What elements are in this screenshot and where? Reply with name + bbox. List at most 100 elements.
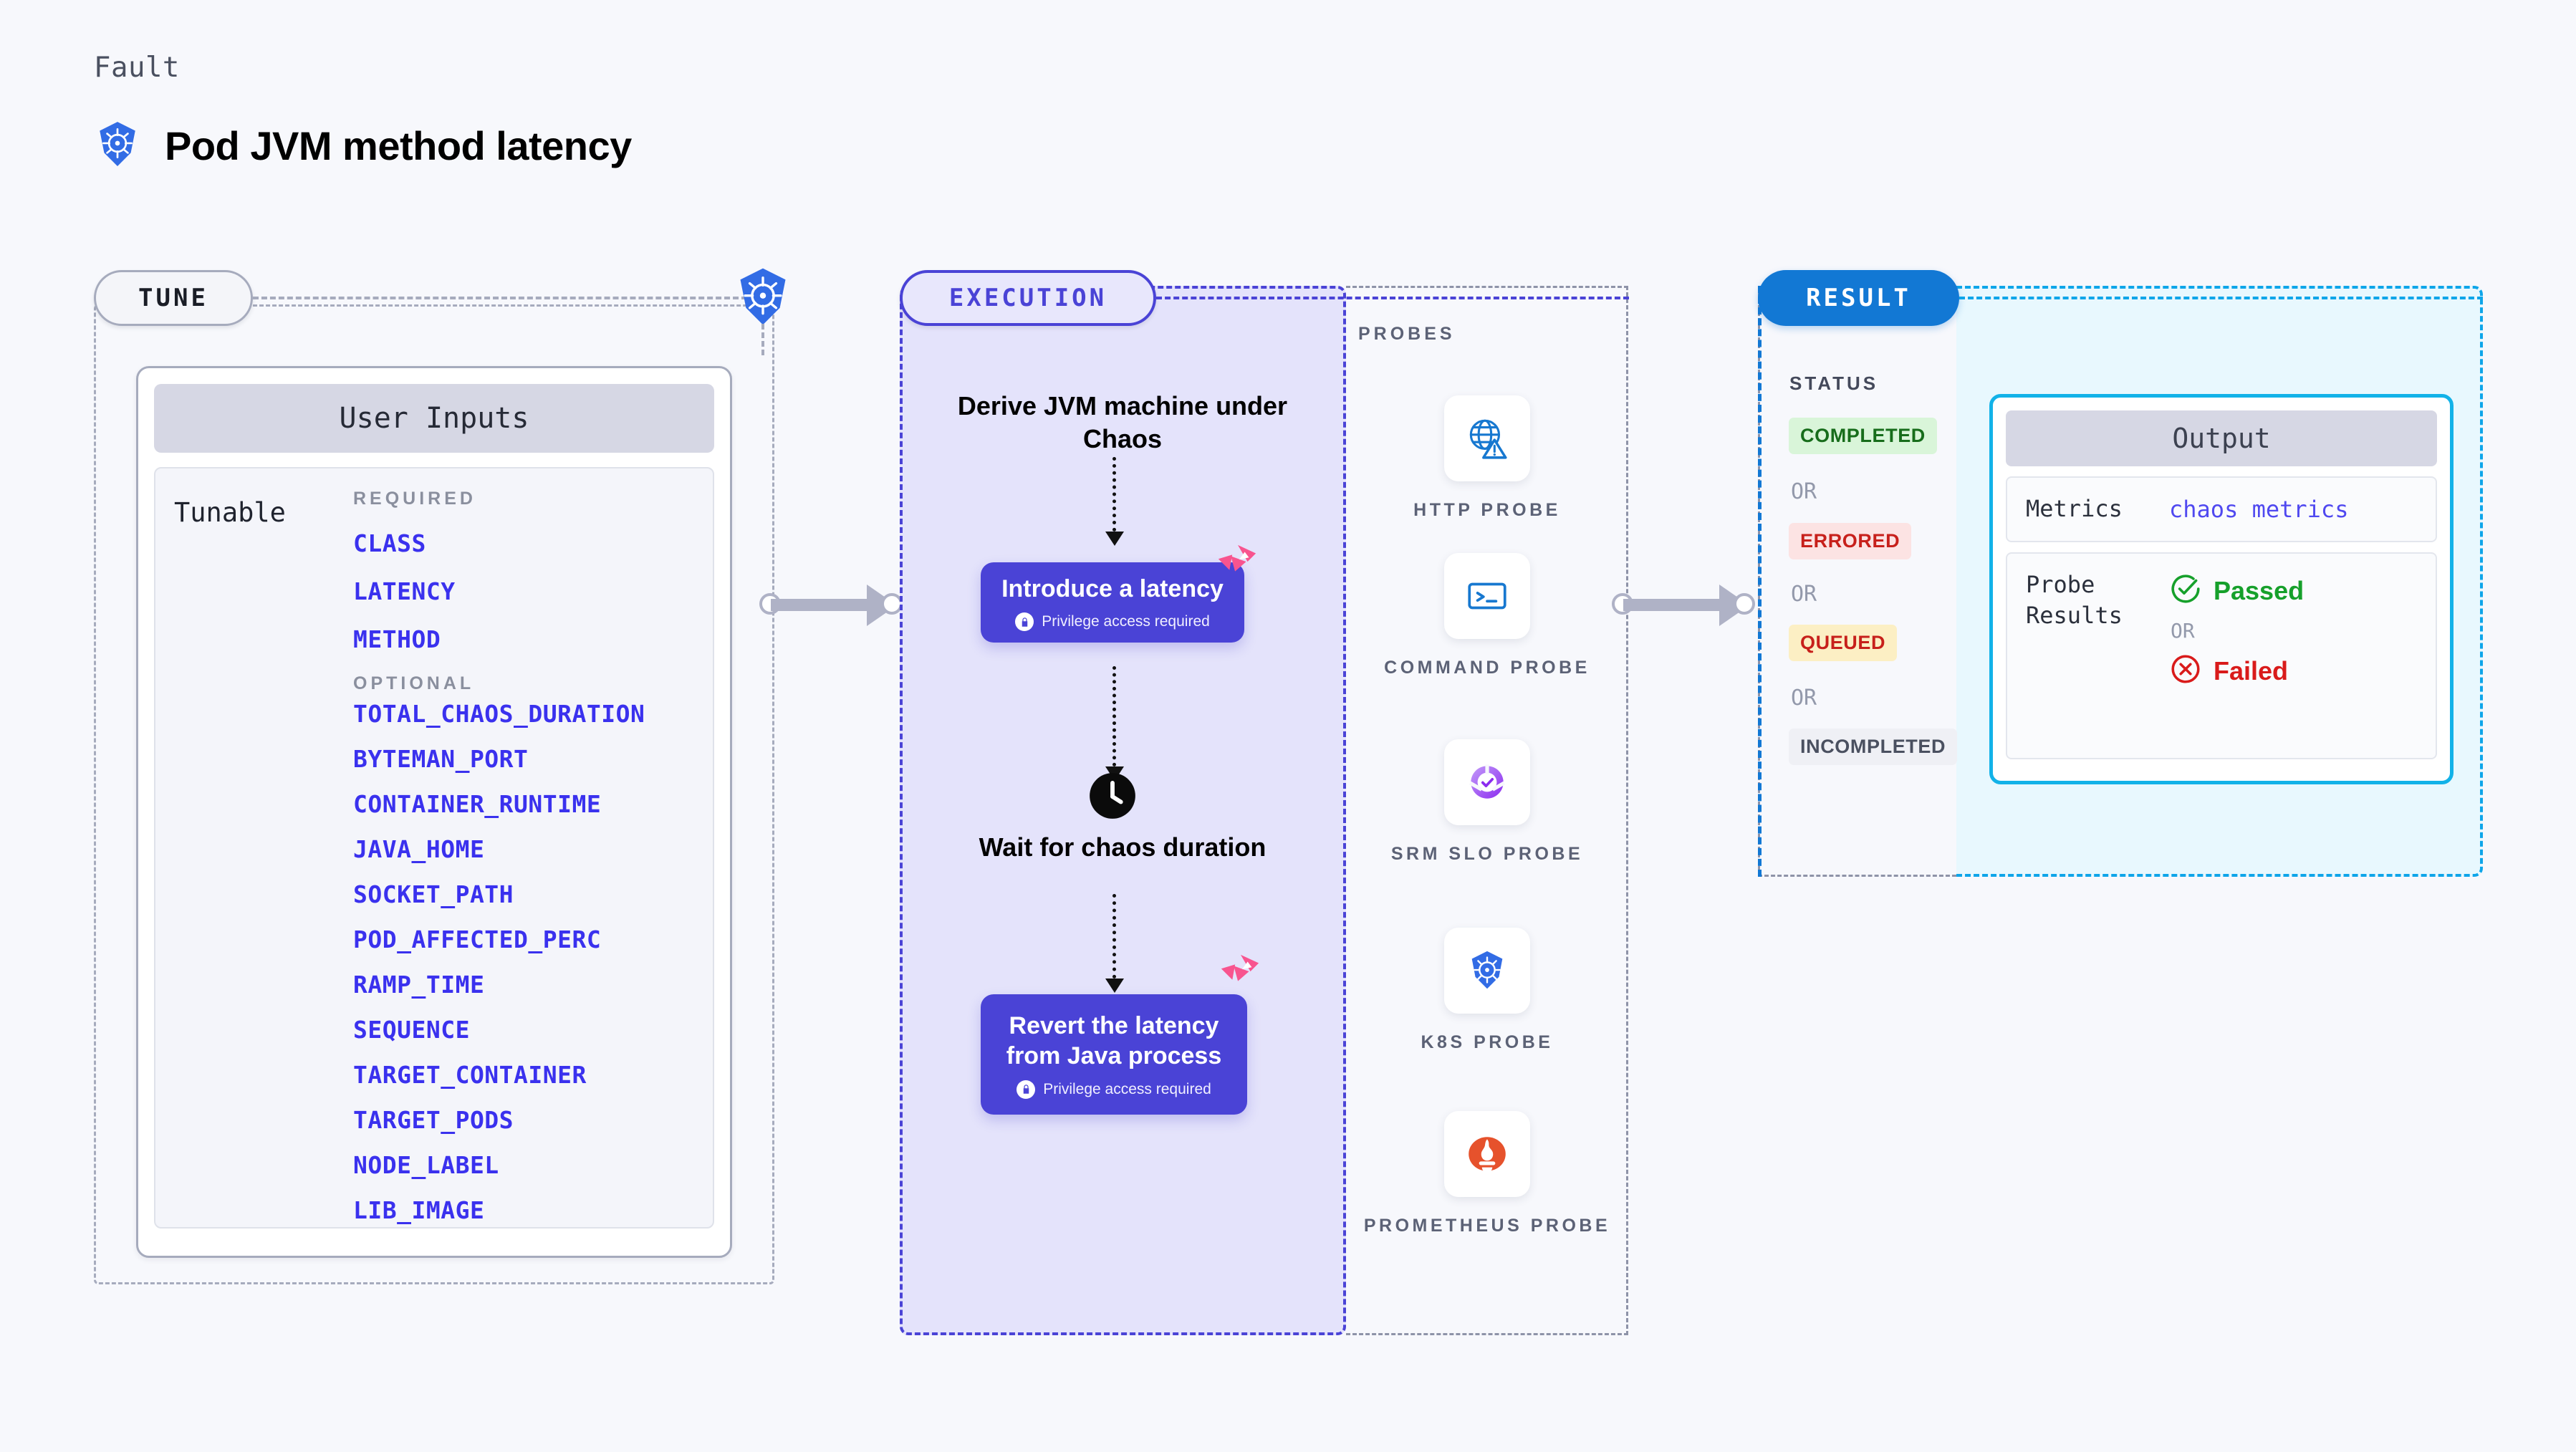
privilege-note: Privilege access required bbox=[1017, 1080, 1211, 1099]
optional-section-title: OPTIONAL bbox=[353, 673, 475, 693]
lock-icon bbox=[1015, 612, 1034, 632]
user-inputs-body: Tunable REQUIRED CLASS LATENCY METHOD OP… bbox=[154, 467, 714, 1229]
probe-label: COMMAND PROBE bbox=[1384, 658, 1590, 678]
x-circle-icon bbox=[2169, 653, 2202, 689]
status-or-1: OR bbox=[1791, 479, 1817, 504]
param-node-label[interactable]: NODE_LABEL bbox=[353, 1151, 499, 1179]
status-or-3: OR bbox=[1791, 686, 1817, 711]
globe-warning-icon bbox=[1444, 395, 1530, 481]
connector-bar bbox=[1623, 599, 1745, 611]
tune-badge-stem bbox=[761, 324, 764, 355]
stage-pill-execution[interactable]: EXECUTION bbox=[900, 270, 1156, 326]
param-total-chaos-duration[interactable]: TOTAL_CHAOS_DURATION bbox=[353, 700, 645, 728]
privilege-note: Privilege access required bbox=[1015, 612, 1210, 632]
param-lib-image[interactable]: LIB_IMAGE bbox=[353, 1196, 485, 1224]
user-inputs-card: User Inputs Tunable REQUIRED CLASS LATEN… bbox=[136, 366, 732, 1258]
privilege-note-text: Privilege access required bbox=[1042, 613, 1210, 630]
connector-bar bbox=[771, 599, 893, 611]
execution-card-title: Introduce a latency bbox=[1001, 574, 1224, 602]
param-target-container[interactable]: TARGET_CONTAINER bbox=[353, 1061, 587, 1089]
param-method[interactable]: METHOD bbox=[353, 625, 441, 653]
param-socket-path[interactable]: SOCKET_PATH bbox=[353, 880, 514, 908]
check-circle-icon bbox=[2169, 572, 2202, 609]
output-metrics-row: Metrics chaos metrics bbox=[2006, 476, 2437, 542]
terminal-icon bbox=[1444, 553, 1530, 639]
connector-tune-to-execution bbox=[759, 583, 938, 626]
probe-k8s[interactable]: K8S PROBE bbox=[1346, 928, 1628, 1055]
probe-command[interactable]: COMMAND PROBE bbox=[1346, 553, 1628, 681]
probe-result-failed: Failed bbox=[2169, 653, 2304, 689]
param-java-home[interactable]: JAVA_HOME bbox=[353, 835, 485, 863]
kubernetes-icon bbox=[733, 266, 793, 327]
privilege-note-text: Privilege access required bbox=[1043, 1080, 1211, 1097]
failed-label: Failed bbox=[2214, 655, 2289, 686]
param-class[interactable]: CLASS bbox=[353, 529, 426, 557]
probe-label: HTTP PROBE bbox=[1413, 500, 1561, 520]
output-probe-results-row: Probe Results Passed OR bbox=[2006, 552, 2437, 759]
probe-label: SRM SLO PROBE bbox=[1390, 844, 1584, 864]
param-byteman-port[interactable]: BYTEMAN_PORT bbox=[353, 745, 529, 773]
param-container-runtime[interactable]: CONTAINER_RUNTIME bbox=[353, 790, 602, 818]
execution-step-derive: Derive JVM machine under Chaos bbox=[957, 391, 1288, 454]
metrics-value[interactable]: chaos metrics bbox=[2169, 496, 2349, 523]
output-card: Output Metrics chaos metrics Probe Resul… bbox=[1989, 394, 2454, 784]
result-status-panel bbox=[1758, 286, 1956, 877]
status-badge-completed: COMPLETED bbox=[1789, 418, 1937, 454]
fault-kicker: Fault bbox=[94, 52, 180, 84]
probe-label: PROMETHEUS PROBE bbox=[1363, 1216, 1611, 1236]
tune-panel bbox=[94, 304, 774, 1284]
page-title-row: Pod JVM method latency bbox=[94, 120, 632, 171]
execution-connector-line bbox=[1156, 297, 1629, 299]
execution-step-wait: Wait for chaos duration bbox=[979, 832, 1267, 862]
connector-execution-to-result bbox=[1612, 583, 1791, 626]
status-badge-errored: ERRORED bbox=[1789, 523, 1912, 559]
probe-result-passed: Passed bbox=[2169, 572, 2304, 609]
prometheus-icon bbox=[1444, 1111, 1530, 1197]
connector-end-dot bbox=[1734, 593, 1755, 615]
lock-icon bbox=[1017, 1080, 1036, 1099]
status-or-2: OR bbox=[1791, 582, 1817, 607]
stage-pill-result[interactable]: RESULT bbox=[1758, 270, 1959, 326]
metrics-label: Metrics bbox=[2026, 495, 2123, 523]
execution-card-introduce-latency[interactable]: Introduce a latency Privilege access req… bbox=[981, 562, 1244, 643]
param-latency[interactable]: LATENCY bbox=[353, 577, 456, 605]
page-title: Pod JVM method latency bbox=[165, 123, 632, 168]
flow-line-3 bbox=[1112, 894, 1116, 979]
litmus-icon bbox=[1214, 541, 1259, 585]
result-panel-left-edge bbox=[1758, 286, 1762, 877]
status-badge-incompleted: INCOMPLETED bbox=[1789, 729, 1958, 765]
probe-result-or: OR bbox=[2171, 619, 2195, 643]
flow-line-2 bbox=[1112, 666, 1116, 766]
probe-http[interactable]: HTTP PROBE bbox=[1346, 395, 1628, 523]
flow-arrowhead-1 bbox=[1105, 532, 1124, 546]
clock-icon bbox=[1088, 771, 1137, 820]
flow-arrowhead-3 bbox=[1105, 979, 1124, 993]
probe-results-label: Probe Results bbox=[2026, 571, 2123, 630]
srm-slo-icon bbox=[1444, 739, 1530, 825]
passed-label: Passed bbox=[2214, 575, 2305, 605]
tunable-params: REQUIRED CLASS LATENCY METHOD OPTIONAL T… bbox=[353, 489, 706, 1224]
param-target-pods[interactable]: TARGET_PODS bbox=[353, 1106, 514, 1134]
probe-results-values: Passed OR Failed bbox=[2169, 569, 2304, 742]
probes-title: PROBES bbox=[1358, 324, 1456, 344]
param-ramp-time[interactable]: RAMP_TIME bbox=[353, 971, 485, 999]
user-inputs-title: User Inputs bbox=[154, 384, 714, 453]
stage-pill-tune[interactable]: TUNE bbox=[94, 270, 253, 326]
param-sequence[interactable]: SEQUENCE bbox=[353, 1016, 470, 1044]
tunable-label: Tunable bbox=[174, 497, 286, 528]
kubernetes-icon bbox=[94, 120, 141, 171]
kubernetes-icon bbox=[1444, 928, 1530, 1014]
probe-srm-slo[interactable]: SRM SLO PROBE bbox=[1346, 739, 1628, 867]
tune-connector-line bbox=[253, 297, 747, 299]
probe-prometheus[interactable]: PROMETHEUS PROBE bbox=[1346, 1111, 1628, 1239]
param-pod-affected-perc[interactable]: POD_AFFECTED_PERC bbox=[353, 925, 602, 953]
execution-card-title: Revert the latency from Java process bbox=[1006, 1011, 1222, 1070]
execution-card-revert-latency[interactable]: Revert the latency from Java process Pri… bbox=[981, 994, 1247, 1115]
result-connector-line bbox=[1959, 297, 2483, 299]
required-section-title: REQUIRED bbox=[353, 489, 476, 509]
status-badge-queued: QUEUED bbox=[1789, 625, 1898, 661]
litmus-icon bbox=[1217, 951, 1261, 995]
flow-line-1 bbox=[1112, 457, 1116, 532]
status-title: STATUS bbox=[1789, 372, 1879, 394]
